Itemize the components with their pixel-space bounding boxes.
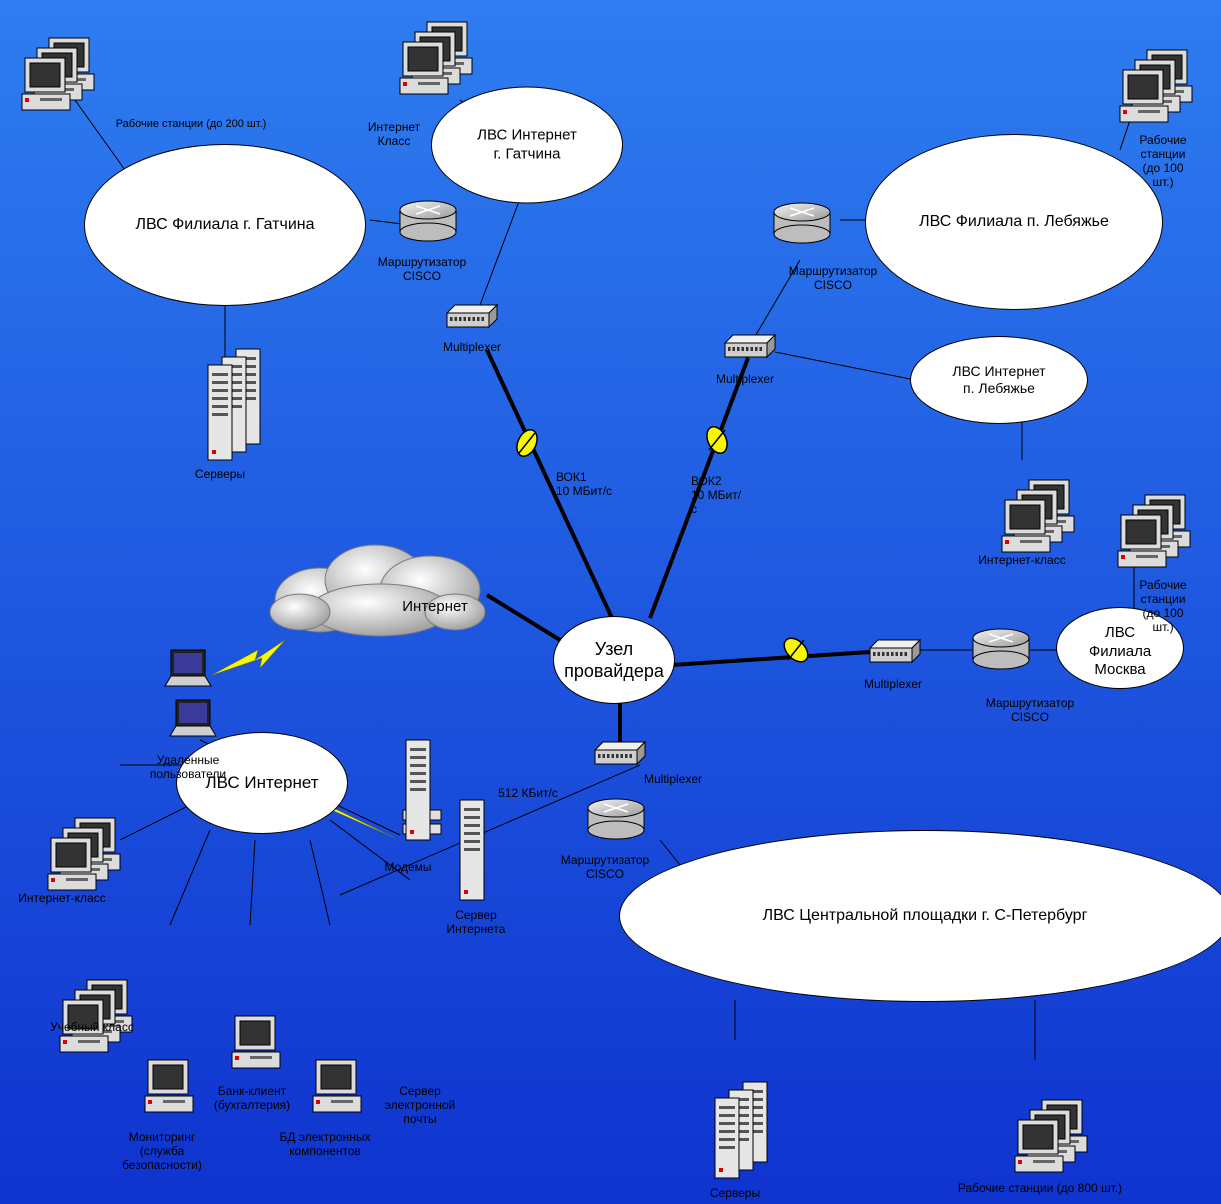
multiplexer-lebyazhye-icon — [723, 333, 777, 359]
workstations-gatchina-icon — [21, 37, 95, 111]
multiplexer-gatchina-icon — [445, 303, 499, 329]
label-lebyazhye-workstations: Рабочие станции (до 100 шт.) — [1139, 133, 1187, 189]
node-lebyazhye-branch-label: ЛВС Филиала п. Лебяжье — [919, 213, 1109, 230]
label-moscow-mux: Multiplexer — [863, 677, 923, 691]
internet-class-lebyazhye-icon — [1001, 479, 1075, 553]
node-lebyazhye-internet-label: ЛВС Интернет п. Лебяжье — [952, 362, 1046, 397]
workstations-lebyazhye-icon — [1119, 49, 1193, 123]
servers-gatchina-icon — [207, 348, 261, 461]
bank-client-pc-icon — [231, 1015, 281, 1069]
label-link1: ВОК1 10 МБит/с — [555, 470, 613, 498]
label-mail-server: Сервер электронной почты — [384, 1084, 456, 1126]
mail-server-icon — [405, 739, 431, 841]
label-spb-servers: Серверы — [709, 1186, 761, 1200]
label-modems: Модемы — [384, 860, 432, 874]
servers-spb-icon — [714, 1081, 768, 1179]
devices — [21, 21, 1193, 1179]
router-moscow-icon — [972, 628, 1030, 670]
node-gatchina-branch-label: ЛВС Филиала г. Гатчина — [135, 216, 315, 233]
node-lebyazhye-internet: ЛВС Интернет п. Лебяжье — [910, 336, 1088, 424]
label-lebyazhye-router: Маршрутизатор CISCO — [788, 264, 878, 292]
label-db-components: БД электронных компонентов — [279, 1130, 371, 1158]
label-gatchina-workstations: Рабочие станции (до 200 шт.) — [115, 118, 267, 130]
label-monitoring: Мониторинг (служба безопасности) — [122, 1130, 202, 1172]
router-lebyazhye-icon — [773, 202, 831, 244]
label-internet-server: Сервер Интернета — [446, 908, 506, 936]
remote-laptop-1-icon — [164, 649, 212, 687]
router-gatchina-icon — [399, 200, 457, 242]
label-lebyazhye-mux: Multiplexer — [715, 372, 775, 386]
internet-cloud — [269, 544, 486, 637]
workstations-moscow-icon — [1117, 494, 1191, 568]
internet-cloud-label: Интернет — [402, 597, 468, 615]
node-internet-cloud-label: Интернет — [385, 597, 485, 617]
remote-laptop-2-icon — [169, 699, 217, 737]
node-gatchina-internet-label: ЛВС Интернет г. Гатчина — [477, 126, 577, 162]
label-link2: ВОК2 10 МБит/ с — [690, 474, 742, 516]
label-training-class: Учебный класс — [50, 1020, 134, 1034]
multiplexer-moscow-icon — [868, 638, 922, 664]
label-bank-client: Банк-клиент (бухгалтерия) — [213, 1084, 291, 1112]
internet-class-lan-icon — [47, 817, 121, 891]
node-spb-central-label: ЛВС Центральной площадки г. С-Петербург — [762, 907, 1088, 924]
router-central-icon — [587, 798, 645, 840]
node-gatchina-internet: ЛВС Интернет г. Гатчина — [431, 86, 623, 204]
internet-class-gatchina-icon — [399, 21, 473, 95]
label-gatchina-mux: Multiplexer — [442, 340, 502, 354]
multiplexer-central-icon — [593, 740, 647, 766]
label-central-router: Маршрутизатор CISCO — [560, 853, 650, 881]
backbone-links — [485, 349, 871, 745]
fiber-couplers — [516, 426, 809, 663]
label-moscow-workstations: Рабочие станции (до 100 шт.) — [1139, 578, 1187, 634]
label-spb-workstations: Рабочие станции (до 800 шт.) — [957, 1181, 1123, 1195]
internet-server-icon — [459, 799, 485, 901]
node-moscow-branch: ЛВС Филиала Москва — [1056, 607, 1184, 689]
label-moscow-router: Маршрутизатор CISCO — [985, 696, 1075, 724]
label-remote-users: Удаленные пользователи — [149, 753, 227, 781]
workstations-spb-icon — [1014, 1099, 1088, 1173]
label-gatchina-router: Маршрутизатор CISCO — [377, 255, 467, 283]
label-gatchina-internet-class: Интернет Класс — [367, 120, 421, 148]
label-speed-512: 512 КБит/с — [498, 786, 558, 800]
label-lebyazhye-internet-class: Интернет-класс — [978, 553, 1066, 567]
node-spb-central: ЛВС Центральной площадки г. С-Петербург — [619, 830, 1221, 1002]
monitoring-pc-icon — [144, 1059, 194, 1113]
db-components-pc-icon — [312, 1059, 362, 1113]
label-lan-internet-class: Интернет-класс — [18, 891, 106, 905]
training-class-icon — [59, 979, 133, 1053]
node-provider: Узел провайдера — [553, 616, 675, 704]
label-central-mux: Multiplexer — [643, 772, 703, 786]
node-lebyazhye-branch: ЛВС Филиала п. Лебяжье — [865, 134, 1163, 310]
node-provider-label: Узел провайдера — [564, 638, 664, 682]
node-internet-lan: ЛВС Интернет — [176, 732, 348, 834]
node-moscow-branch-label: ЛВС Филиала Москва — [1088, 623, 1152, 679]
label-gatchina-servers: Серверы — [194, 467, 246, 481]
node-internet-lan-label: ЛВС Интернет — [205, 773, 319, 793]
node-gatchina-branch: ЛВС Филиала г. Гатчина — [84, 144, 366, 306]
